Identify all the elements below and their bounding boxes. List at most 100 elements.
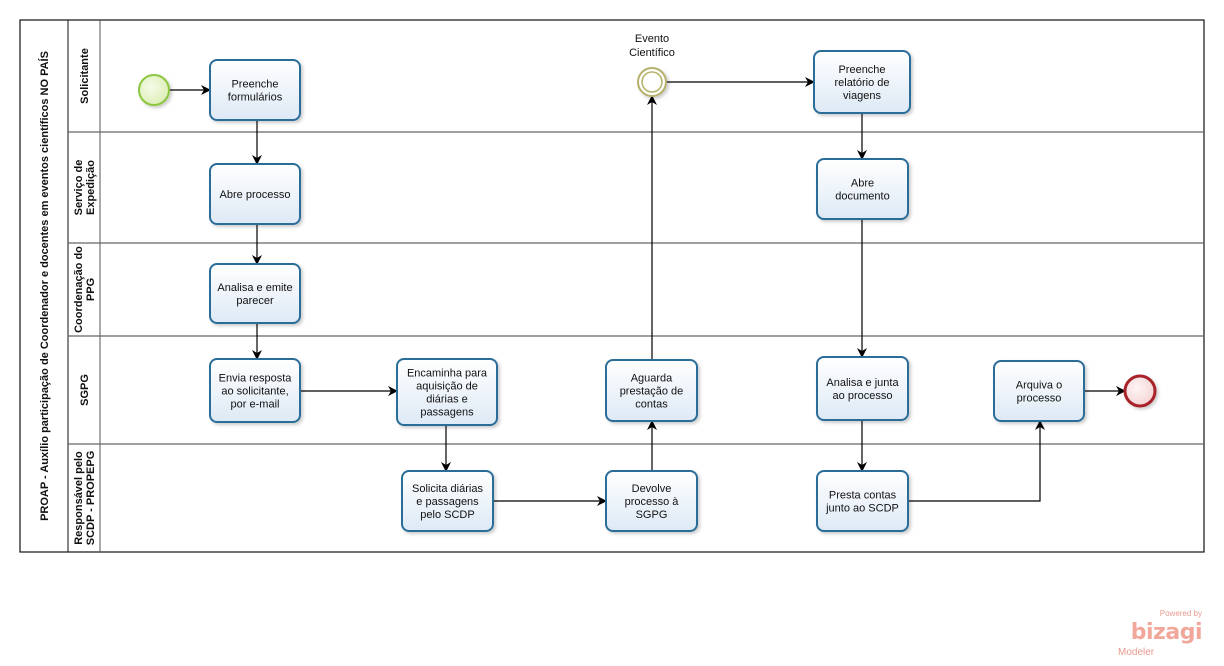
task-shape xyxy=(209,59,301,121)
event-label-line: Evento xyxy=(635,33,669,45)
task-shape xyxy=(396,358,498,426)
lane-label-expedicao: Serviço deExpedição xyxy=(73,160,97,216)
start-event-circle-icon xyxy=(138,74,170,106)
task-label-line: Preenche xyxy=(231,79,278,91)
task-label-line: Arquiva o xyxy=(1016,380,1062,392)
task-label-line: Encaminha para xyxy=(407,368,488,380)
task-shape xyxy=(605,359,698,422)
lane-label-line: Serviço de xyxy=(73,160,85,216)
task-label-line: ao processo xyxy=(833,390,893,402)
task-label-line: relatório de xyxy=(834,77,889,89)
task-label-line: Abre xyxy=(851,178,874,190)
task-shape xyxy=(209,358,301,423)
lane-label-line: Expedição xyxy=(85,160,97,215)
task-label-line: viagens xyxy=(843,90,881,102)
task-label-line: Devolve xyxy=(632,483,672,495)
task-label-line: pelo SCDP xyxy=(420,509,474,521)
task-label-line: Analisa e emite xyxy=(217,282,292,294)
lane-label-solicitante: Solicitante xyxy=(79,48,91,104)
sequence-flows xyxy=(169,77,1126,506)
bizagi-logo: Powered by bizagi Modeler xyxy=(1112,608,1203,659)
task-label-line: processo xyxy=(1017,393,1062,405)
task-shape xyxy=(816,158,909,220)
task-label-line: Solicita diárias xyxy=(412,483,483,495)
lane-label-line: PPG xyxy=(85,278,97,301)
task-shape xyxy=(816,470,909,532)
task-label-line: Envia resposta xyxy=(219,373,293,385)
task-label-line: prestação de xyxy=(620,386,684,398)
task-shape xyxy=(605,470,698,532)
lane-label-line: SCDP - PROPEPG xyxy=(85,451,97,546)
task-label-line: Preenche xyxy=(838,64,885,76)
event-label-line: Científico xyxy=(629,47,675,59)
lane-label-line: Responsável pelo xyxy=(73,451,85,545)
task-shape xyxy=(993,360,1085,422)
task-label-line: diárias e xyxy=(426,394,468,406)
task-label-line: contas xyxy=(635,399,668,411)
task-label-line: formulários xyxy=(228,92,283,104)
task-label-line: e passagens xyxy=(416,496,479,508)
task-label-line: Analisa e junta xyxy=(826,377,899,389)
intermediate-event-inner-icon xyxy=(641,71,663,93)
task-shape xyxy=(401,470,494,532)
task-label-line: Abre processo xyxy=(220,189,291,201)
task-label-line: Aguarda xyxy=(631,373,673,385)
pool-title: PROAP - Auxílio participação de Coordena… xyxy=(38,51,51,521)
task-shape xyxy=(209,163,301,225)
task-label-line: ao solicitante, xyxy=(221,386,288,398)
task-label-line: SGPG xyxy=(636,509,668,521)
task-shape xyxy=(209,263,301,324)
lane-label-line: SGPG xyxy=(79,374,91,406)
task-label-line: documento xyxy=(835,191,889,203)
lane-label-responsavel: Responsável peloSCDP - PROPEPG xyxy=(73,451,97,546)
bizagi-wordmark: bizagi xyxy=(1130,620,1203,645)
task-label-line: aquisição de xyxy=(416,381,478,393)
task-label-line: por e-mail xyxy=(231,399,280,411)
end-event[interactable] xyxy=(1123,374,1157,408)
modeler-text: Modeler xyxy=(1118,647,1155,658)
powered-by-text: Powered by xyxy=(1159,609,1202,618)
task-label-line: processo à xyxy=(625,496,680,508)
end-event-circle-icon xyxy=(1123,374,1157,408)
lane-label-sgpg: SGPG xyxy=(79,374,91,406)
lane-label-line: Solicitante xyxy=(79,48,91,104)
task-label-line: Presta contas xyxy=(829,490,897,502)
task-label-line: parecer xyxy=(236,295,274,307)
task-t2[interactable]: Abre processo xyxy=(209,163,301,225)
start-event[interactable] xyxy=(138,74,170,106)
lane-label-coordenacao: Coordenação doPPG xyxy=(73,246,97,333)
sequence-flow-t12-to-t13[interactable] xyxy=(908,420,1045,502)
task-shape xyxy=(816,356,909,421)
task-label-line: junto ao SCDP xyxy=(825,503,899,515)
task-label-line: passagens xyxy=(420,407,474,419)
task-shape xyxy=(813,50,911,114)
